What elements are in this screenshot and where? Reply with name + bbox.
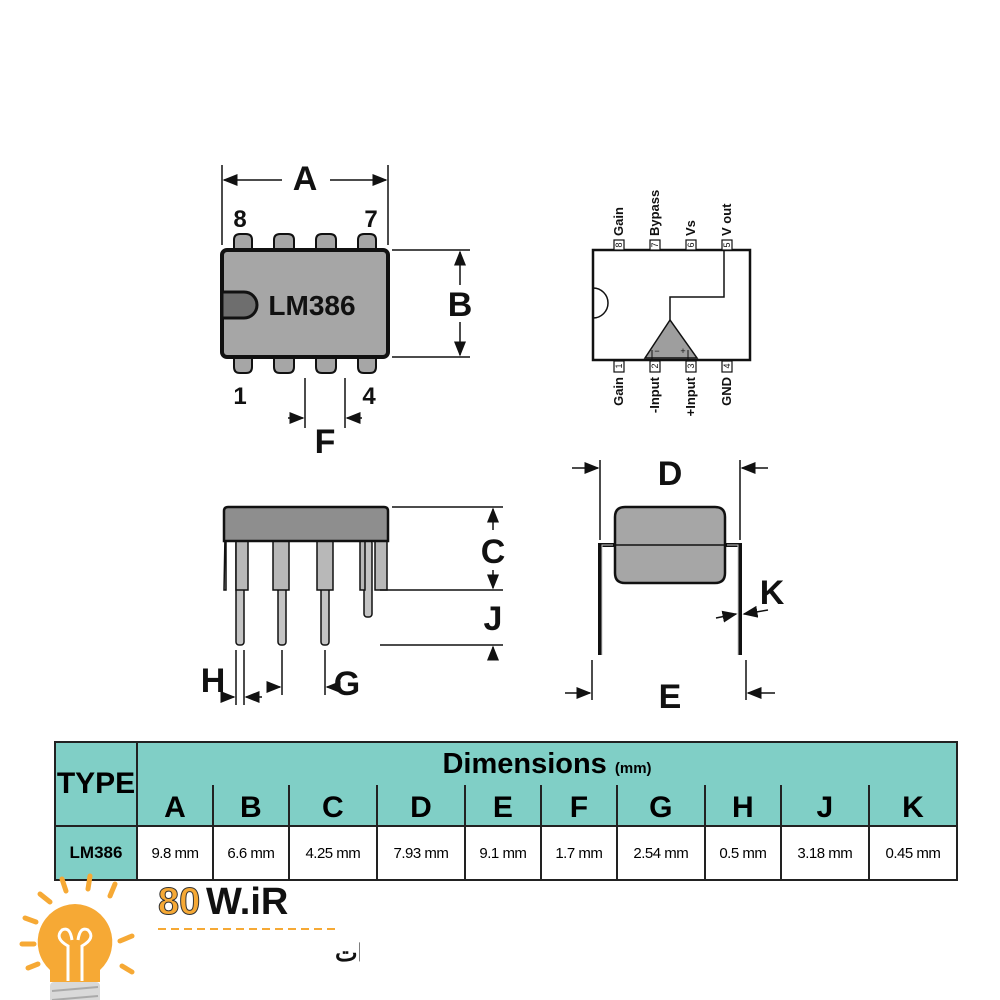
dim-k-label: K [760, 574, 785, 612]
column-header-a: A [136, 785, 214, 827]
column-header-h: H [703, 785, 782, 827]
pin-2-number: 2 [650, 363, 660, 368]
end-view: D E K [565, 455, 785, 716]
logo-tagline: فروشگاه ۸۰ وات [335, 938, 360, 968]
column-header-e: E [463, 785, 542, 827]
pin-8-name: Gain [611, 207, 626, 236]
value-a: 9.8 mm [136, 825, 214, 881]
value-j: 3.18 mm [779, 825, 870, 881]
pin-7-name: Bypass [647, 190, 662, 236]
top-view: LM386 8 7 1 4 A B F [220, 160, 473, 461]
pin-1-name: Gain [611, 377, 626, 406]
pin-3-name: +Input [683, 376, 698, 416]
dim-e-label: E [659, 678, 682, 716]
dim-d-label: D [658, 455, 683, 493]
pin-5-name: V out [719, 203, 734, 236]
dim-h-label: H [201, 662, 226, 700]
unit-text: (mm) [614, 759, 652, 777]
dim-f-label: F [315, 423, 336, 461]
value-d: 7.93 mm [375, 825, 466, 881]
lightbulb-icon [37, 904, 113, 982]
dim-a-label: A [293, 160, 318, 198]
pin-1-label: 1 [233, 383, 246, 410]
pin-8-label: 8 [233, 206, 246, 233]
column-header-f: F [539, 785, 618, 827]
minus-sign: − [654, 346, 659, 356]
chip-label: LM386 [268, 290, 355, 321]
pin-7-number: 7 [650, 242, 660, 247]
side-view: C J H G [201, 505, 506, 705]
pin-3-number: 3 [686, 363, 696, 368]
value-g: 2.54 mm [615, 825, 706, 881]
dim-b-label: B [448, 286, 473, 324]
pin-4-label: 4 [362, 383, 376, 410]
package-drawings: LM386 8 7 1 4 A B F − + 8Gain7Bypass6Vs5… [201, 160, 785, 716]
pin-4-name: GND [719, 377, 734, 406]
pin-6-number: 6 [686, 242, 696, 247]
title-text: Dimensions [442, 747, 607, 780]
value-h: 0.5 mm [703, 825, 782, 881]
value-k: 0.45 mm [867, 825, 959, 881]
pin-2-name: -Input [647, 376, 662, 413]
column-header-d: D [375, 785, 466, 827]
dim-c-label: C [481, 533, 506, 571]
pin-7-label: 7 [364, 206, 377, 233]
column-header-b: B [211, 785, 290, 827]
pin-5-number: 5 [722, 242, 732, 247]
column-header-k: K [867, 785, 959, 827]
column-header-g: G [615, 785, 706, 827]
value-e: 9.1 mm [463, 825, 542, 881]
pin-1-number: 1 [614, 363, 624, 368]
pin-6-name: Vs [683, 220, 698, 236]
type-value: LM386 [54, 825, 138, 881]
notch-icon [220, 290, 259, 320]
dim-j-label: J [484, 600, 503, 638]
value-b: 6.6 mm [211, 825, 290, 881]
dim-g-label: G [334, 665, 360, 703]
plus-sign: + [680, 346, 685, 356]
dimensions-title: Dimensions (mm) [136, 741, 958, 785]
value-c: 4.25 mm [287, 825, 378, 881]
type-header: TYPE [54, 741, 138, 827]
logo-80wir: 80 W.iR فروشگاه ۸۰ وات [19, 873, 360, 1000]
pin-8-number: 8 [614, 242, 624, 247]
amplifier-icon [643, 318, 699, 359]
logo-text: W.iR [206, 881, 288, 923]
value-f: 1.7 mm [539, 825, 618, 881]
column-header-j: J [779, 785, 870, 827]
column-header-c: C [287, 785, 378, 827]
pin-4-number: 4 [722, 363, 732, 368]
logo-number: 80 [158, 881, 200, 923]
